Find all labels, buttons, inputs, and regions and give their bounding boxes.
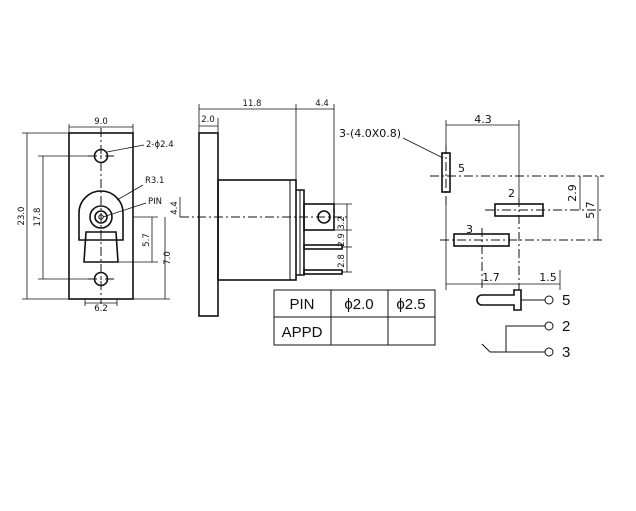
slot-spec-label: 3-(4.0X0.8) bbox=[339, 127, 401, 140]
schematic-sleeve-line bbox=[505, 325, 545, 352]
side-dim-2-8: 2.8 bbox=[337, 254, 347, 268]
socket-inner-ring bbox=[94, 210, 108, 224]
radius-label: R3.1 bbox=[145, 176, 164, 186]
socket-housing bbox=[78, 190, 124, 241]
front-width-dim: 9.0 bbox=[94, 117, 108, 127]
schematic-terminal-5 bbox=[544, 295, 554, 305]
side-tail-dim: 4.4 bbox=[315, 99, 329, 109]
pin-label: PIN bbox=[148, 197, 162, 207]
front-view: 9.0 2-ϕ2.4 R3.1 PIN 23.0 17.8 5.7 7.0 6.… bbox=[17, 117, 174, 314]
fp-dim-2-9: 2.9 bbox=[566, 184, 579, 202]
side-body bbox=[217, 179, 297, 281]
side-flange-dim: 2.0 bbox=[201, 115, 215, 125]
front-dim-5-7: 5.7 bbox=[142, 233, 152, 247]
fp-dim-5-7: 5.7 bbox=[584, 201, 597, 219]
side-flange bbox=[198, 132, 219, 317]
pin-table-col-b: ϕ2.5 bbox=[396, 296, 425, 313]
front-dim-7-0: 7.0 bbox=[163, 251, 173, 265]
fp-dim-1-5: 1.5 bbox=[539, 271, 557, 284]
schematic-switch-line bbox=[481, 343, 545, 353]
fp-dim-1-7: 1.7 bbox=[482, 271, 500, 284]
slot-label-5: 5 bbox=[458, 162, 465, 175]
overall-height-dim: 23.0 bbox=[17, 207, 27, 226]
fp-dim-4-3: 4.3 bbox=[474, 113, 492, 126]
hole-spec-label: 2-ϕ2.4 bbox=[146, 140, 174, 150]
schematic-terminal-2 bbox=[544, 321, 554, 331]
schematic-label-2: 2 bbox=[562, 318, 570, 335]
side-view: 11.8 4.4 2.0 4.4 3.2 2.9 2.8 bbox=[170, 99, 352, 317]
schematic-label-5: 5 bbox=[562, 292, 570, 309]
pcb-footprint: 3-(4.0X0.8) 5 2 3 4.3 2.9 5.7 1.7 1. bbox=[339, 113, 604, 290]
schematic-center-pin bbox=[476, 289, 522, 311]
pin-table: PIN ϕ2.0 ϕ2.5 APPD bbox=[273, 289, 436, 346]
schematic-label-3: 3 bbox=[562, 344, 570, 361]
slot-label-2: 2 bbox=[508, 187, 515, 200]
side-pin-offset-dim: 4.4 bbox=[170, 201, 180, 215]
side-length-dim: 11.8 bbox=[243, 99, 262, 109]
hole-pitch-dim: 17.8 bbox=[33, 208, 43, 227]
front-bottom-dim: 6.2 bbox=[94, 304, 108, 314]
side-dim-2-9: 2.9 bbox=[337, 233, 347, 247]
side-tab-dim: 3.2 bbox=[337, 216, 347, 230]
pin-table-header: PIN bbox=[289, 296, 314, 313]
pin-table-col-a: ϕ2.0 bbox=[344, 296, 373, 313]
side-pin-lower bbox=[303, 269, 343, 275]
schematic-terminal-3 bbox=[544, 347, 554, 357]
slot-label-3: 3 bbox=[466, 223, 473, 236]
socket-outer-ring bbox=[89, 205, 113, 229]
pin-table-row-label: APPD bbox=[282, 324, 323, 341]
jack-schematic: 5 2 3 bbox=[476, 289, 570, 361]
